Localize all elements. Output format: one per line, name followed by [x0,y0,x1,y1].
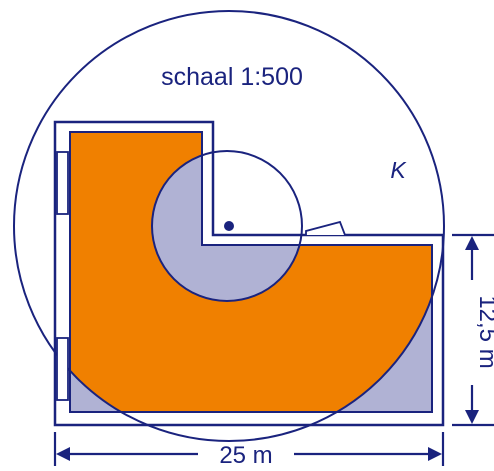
small-circle [151,150,303,302]
scale-label: schaal 1:500 [161,63,303,91]
width-dimension [53,432,445,466]
center-point [224,221,234,231]
roof-detail [305,220,346,236]
height-label: 12,5 m [474,295,494,368]
height-dimension [452,233,494,427]
circle-k-label: K [390,157,407,183]
width-label: 25 m [219,442,272,466]
floor-area-border [69,131,433,413]
reach-area-fill [70,132,432,412]
reach-area [70,132,432,412]
circle-k [13,10,445,442]
left-wall-openings [56,151,69,401]
